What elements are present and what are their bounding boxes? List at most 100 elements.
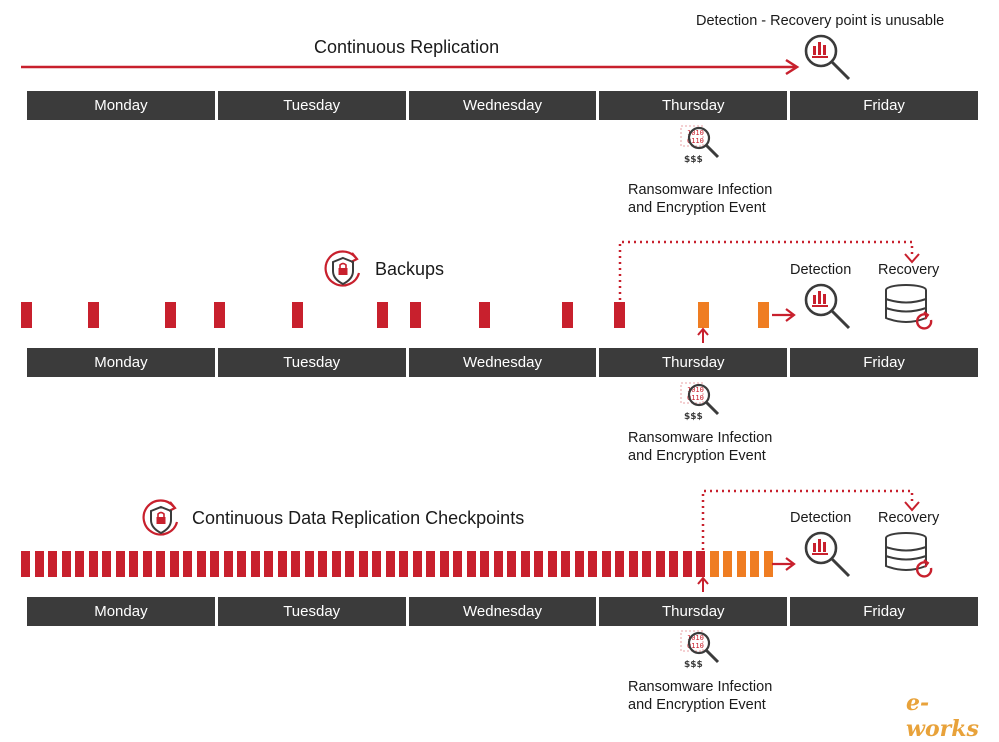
checkpoint-mark [588, 551, 597, 577]
checkpoint-mark [453, 551, 462, 577]
checkpoint-mark [21, 551, 30, 577]
checkpoint-mark [142, 551, 152, 577]
day-thursday: Thursday [599, 348, 788, 377]
event-line-1: Ransomware Infection [628, 430, 773, 446]
backup-mark [479, 302, 490, 328]
backup-mark [377, 302, 388, 328]
ransomware-binary-1: 1010 [687, 634, 704, 642]
ransomware-currency: $$$ [684, 412, 703, 422]
checkpoint-mark [466, 551, 476, 577]
detection-label-2: Detection [790, 262, 852, 278]
ransomware-event-label: Ransomware Infection and Encryption Even… [628, 678, 772, 714]
ransomware-event-label: Ransomware Infection and Encryption Even… [628, 181, 772, 217]
backup-mark [410, 302, 421, 328]
ransomware-binary-1: 1010 [687, 129, 704, 137]
checkpoint-mark [358, 551, 368, 577]
backup-mark-infected [758, 302, 769, 328]
day-monday: Monday [27, 597, 215, 626]
checkpoint-mark [196, 551, 206, 577]
day-monday: Monday [27, 348, 215, 377]
checkpoint-mark [439, 551, 449, 577]
detection-magnifier-icon [804, 531, 851, 578]
checkpoint-mark [237, 551, 246, 577]
day-tuesday: Tuesday [217, 91, 406, 120]
checkpoint-mark [601, 551, 611, 577]
recovery-label-2: Recovery [878, 262, 940, 278]
day-bar-1: Monday Tuesday Wednesday Thursday Friday [27, 91, 978, 120]
backup-mark-infected [698, 302, 709, 328]
checkpoint-mark-infected [723, 551, 732, 577]
checkpoint-mark [156, 551, 165, 577]
ransomware-binary-2: 0110 [687, 394, 704, 402]
day-friday: Friday [790, 91, 978, 120]
replication-arrow [21, 58, 800, 76]
ransomware-binary-1: 1010 [687, 386, 704, 394]
checkpoint-mark [507, 551, 516, 577]
database-recovery-icon [885, 532, 933, 578]
shield-lock-icon [324, 250, 361, 287]
ransomware-currency: $$$ [684, 660, 703, 670]
day-friday: Friday [790, 597, 978, 626]
backups-title: Backups [375, 259, 445, 279]
checkpoint-mark [129, 551, 138, 577]
backup-mark [165, 302, 176, 328]
day-thursday: Thursday [599, 597, 788, 626]
checkpoint-mark [493, 551, 503, 577]
checkpoint-mark [318, 551, 327, 577]
checkpoint-mark [48, 551, 57, 577]
checkpoint-mark [169, 551, 179, 577]
checkpoint-mark [75, 551, 84, 577]
event-line-1: Ransomware Infection [628, 679, 773, 695]
day-wednesday: Wednesday [408, 91, 597, 120]
checkpoint-mark [520, 551, 530, 577]
checkpoint-mark [399, 551, 408, 577]
checkpoint-mark [264, 551, 273, 577]
ransomware-binary-2: 0110 [687, 137, 704, 145]
checkpoint-mark [61, 551, 71, 577]
backup-mark [614, 302, 625, 328]
shield-lock-icon [142, 499, 179, 536]
day-tuesday: Tuesday [217, 597, 406, 626]
checkpoint-mark [372, 551, 381, 577]
checkpoint-mark-infected [763, 551, 773, 577]
checkpoint-mark [615, 551, 624, 577]
checkpoint-mark [696, 551, 705, 577]
checkpoint-mark [102, 551, 111, 577]
day-bar-3: Monday Tuesday Wednesday Thursday Friday [27, 597, 978, 626]
checkpoint-mark [304, 551, 314, 577]
checkpoint-mark [183, 551, 192, 577]
checkpoint-mark [34, 551, 44, 577]
ransomware-icon: 1010 0110 $$$ [680, 125, 720, 165]
ransomware-currency: $$$ [684, 155, 703, 165]
checkpoint-mark [534, 551, 543, 577]
day-wednesday: Wednesday [408, 348, 597, 377]
ransomware-event-label: Ransomware Infection and Encryption Even… [628, 429, 772, 465]
checkpoint-mark-infected [736, 551, 746, 577]
checkpoint-mark [291, 551, 300, 577]
checkpoint-mark [480, 551, 489, 577]
ransomware-icon: 1010 0110 $$$ [680, 630, 720, 670]
eworks-watermark: e-works [906, 690, 979, 742]
event-line-2: and Encryption Event [628, 448, 766, 464]
ransomware-icon: 1010 0110 $$$ [680, 382, 720, 422]
ransomware-binary-2: 0110 [687, 642, 704, 650]
continuous-replication-title: Continuous Replication [314, 37, 500, 57]
checkpoint-mark [426, 551, 435, 577]
day-tuesday: Tuesday [217, 348, 406, 377]
event-line-1: Ransomware Infection [628, 182, 773, 198]
day-friday: Friday [790, 348, 978, 377]
checkpoint-mark [655, 551, 665, 577]
checkpoint-mark-infected [750, 551, 759, 577]
detection-label-3: Detection [790, 510, 852, 526]
day-monday: Monday [27, 91, 215, 120]
checkpoint-mark [682, 551, 692, 577]
recovery-label-3: Recovery [878, 510, 940, 526]
checkpoints-title: Continuous Data Replication Checkpoints [192, 508, 525, 528]
checkpoint-mark [88, 551, 98, 577]
detection-magnifier-icon [804, 34, 851, 81]
checkpoint-mark [561, 551, 570, 577]
backup-mark [21, 302, 32, 328]
checkpoint-mark [385, 551, 395, 577]
checkpoint-mark [345, 551, 354, 577]
checkpoint-mark [250, 551, 260, 577]
